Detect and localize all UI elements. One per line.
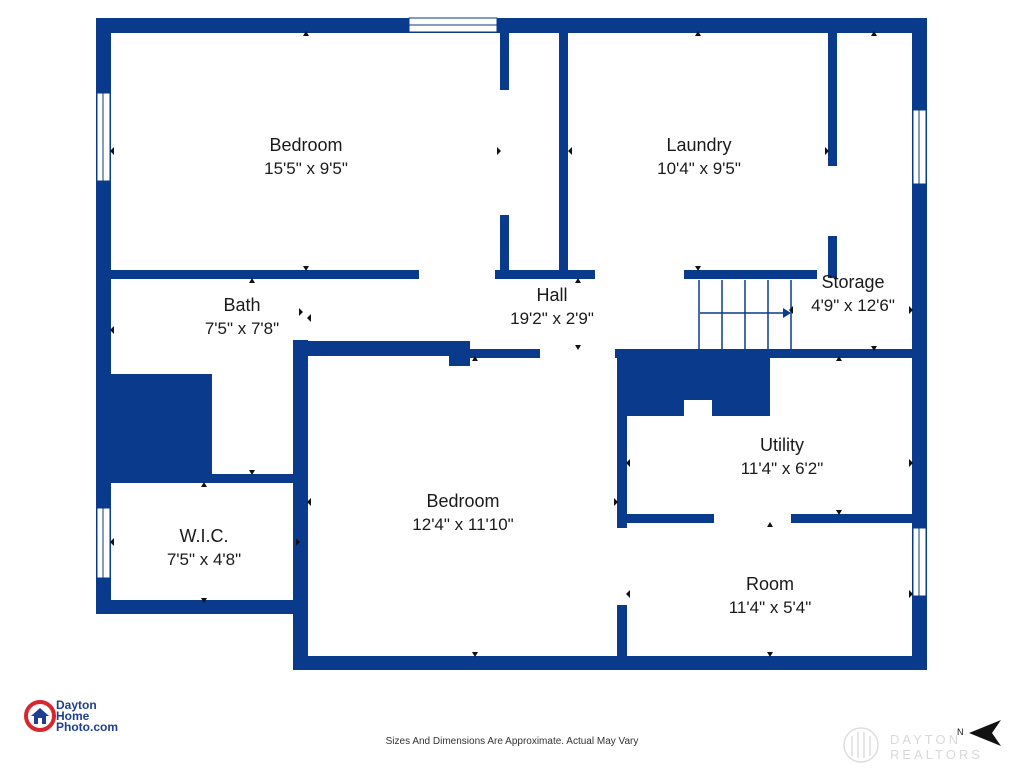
realtors-watermark: DAYTON REALTORS bbox=[838, 722, 1024, 768]
dayton-home-photo-logo: Dayton Home Photo.com bbox=[24, 698, 144, 738]
room-dimensions: 12'4" x 11'10" bbox=[412, 515, 514, 534]
compass-label: N bbox=[957, 727, 964, 737]
room-room: Room 11'4" x 5'4" bbox=[700, 573, 840, 619]
disclaimer-text: Sizes And Dimensions Are Approximate. Ac… bbox=[385, 736, 639, 747]
room-bath: Bath 7'5" x 7'8" bbox=[172, 294, 312, 340]
logo-text-line3: Photo.com bbox=[56, 720, 118, 734]
room-dimensions: 7'5" x 7'8" bbox=[204, 319, 280, 338]
room-name: Room bbox=[745, 574, 794, 594]
window-lines bbox=[102, 24, 920, 596]
stairs bbox=[698, 280, 792, 349]
room-dimensions: 11'4" x 5'4" bbox=[728, 598, 812, 617]
realtors-logo-icon bbox=[843, 727, 879, 763]
north-arrow-icon bbox=[969, 720, 1001, 746]
room-dimensions: 15'5" x 9'5" bbox=[264, 159, 348, 178]
room-name: Utility bbox=[760, 435, 804, 455]
room-laundry: Laundry 10'4" x 9'5" bbox=[619, 134, 779, 180]
room-name: Storage bbox=[821, 272, 885, 292]
room-name: Bedroom bbox=[426, 491, 500, 511]
house-logo-icon bbox=[24, 700, 56, 732]
watermark-text: DAYTON REALTORS bbox=[890, 732, 983, 762]
room-utility: Utility 11'4" x 6'2" bbox=[712, 434, 852, 480]
room-hall: Hall 19'2" x 2'9" bbox=[472, 284, 632, 330]
room-dimensions: 11'4" x 6'2" bbox=[740, 459, 824, 478]
room-dimensions: 7'5" x 4'8" bbox=[166, 550, 242, 569]
room-name: Bedroom bbox=[269, 135, 343, 155]
stairs-arrow bbox=[783, 308, 791, 318]
logo-text-line1: Dayton bbox=[56, 698, 97, 712]
room-wic: W.I.C. 7'5" x 4'8" bbox=[144, 525, 264, 571]
logo-text-line2: Home bbox=[56, 709, 90, 723]
dimension-ticks bbox=[110, 31, 913, 657]
room-storage: Storage 4'9" x 12'6" bbox=[793, 271, 913, 317]
room-bedroom-2: Bedroom 12'4" x 11'10" bbox=[383, 490, 543, 536]
room-name: Laundry bbox=[666, 135, 732, 155]
room-bedroom-1: Bedroom 15'5" x 9'5" bbox=[226, 134, 386, 180]
room-name: Bath bbox=[223, 295, 261, 315]
room-name: Hall bbox=[536, 285, 568, 305]
room-dimensions: 4'9" x 12'6" bbox=[811, 296, 895, 315]
walls bbox=[96, 18, 927, 670]
room-dimensions: 19'2" x 2'9" bbox=[510, 309, 594, 328]
room-name: W.I.C. bbox=[179, 526, 229, 546]
north-compass: N bbox=[955, 718, 1005, 748]
room-dimensions: 10'4" x 9'5" bbox=[657, 159, 741, 178]
